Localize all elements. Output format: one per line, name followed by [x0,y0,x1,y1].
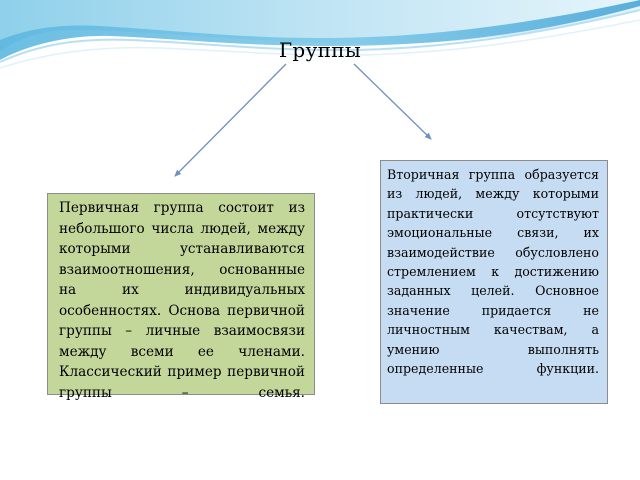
primary-group-box: Первичная группа состоит из небольшого ч… [47,193,315,401]
arrow-to-primary-group [174,63,287,177]
wave-line-thin [0,19,640,69]
decorative-wave-header [0,0,640,69]
primary-group-text: Первичная группа состоит из небольшого ч… [59,200,305,401]
secondary-group-text: Вторичная группа образуется из людей, ме… [387,167,599,377]
wave-band-light [0,0,640,52]
secondary-group-box: Вторичная группа образуется из людей, ме… [380,160,608,404]
diagram-title: Группы [278,38,362,62]
wave-band-dark [0,0,640,60]
arrow-to-secondary-group [353,63,432,140]
wave-line [0,9,640,63]
